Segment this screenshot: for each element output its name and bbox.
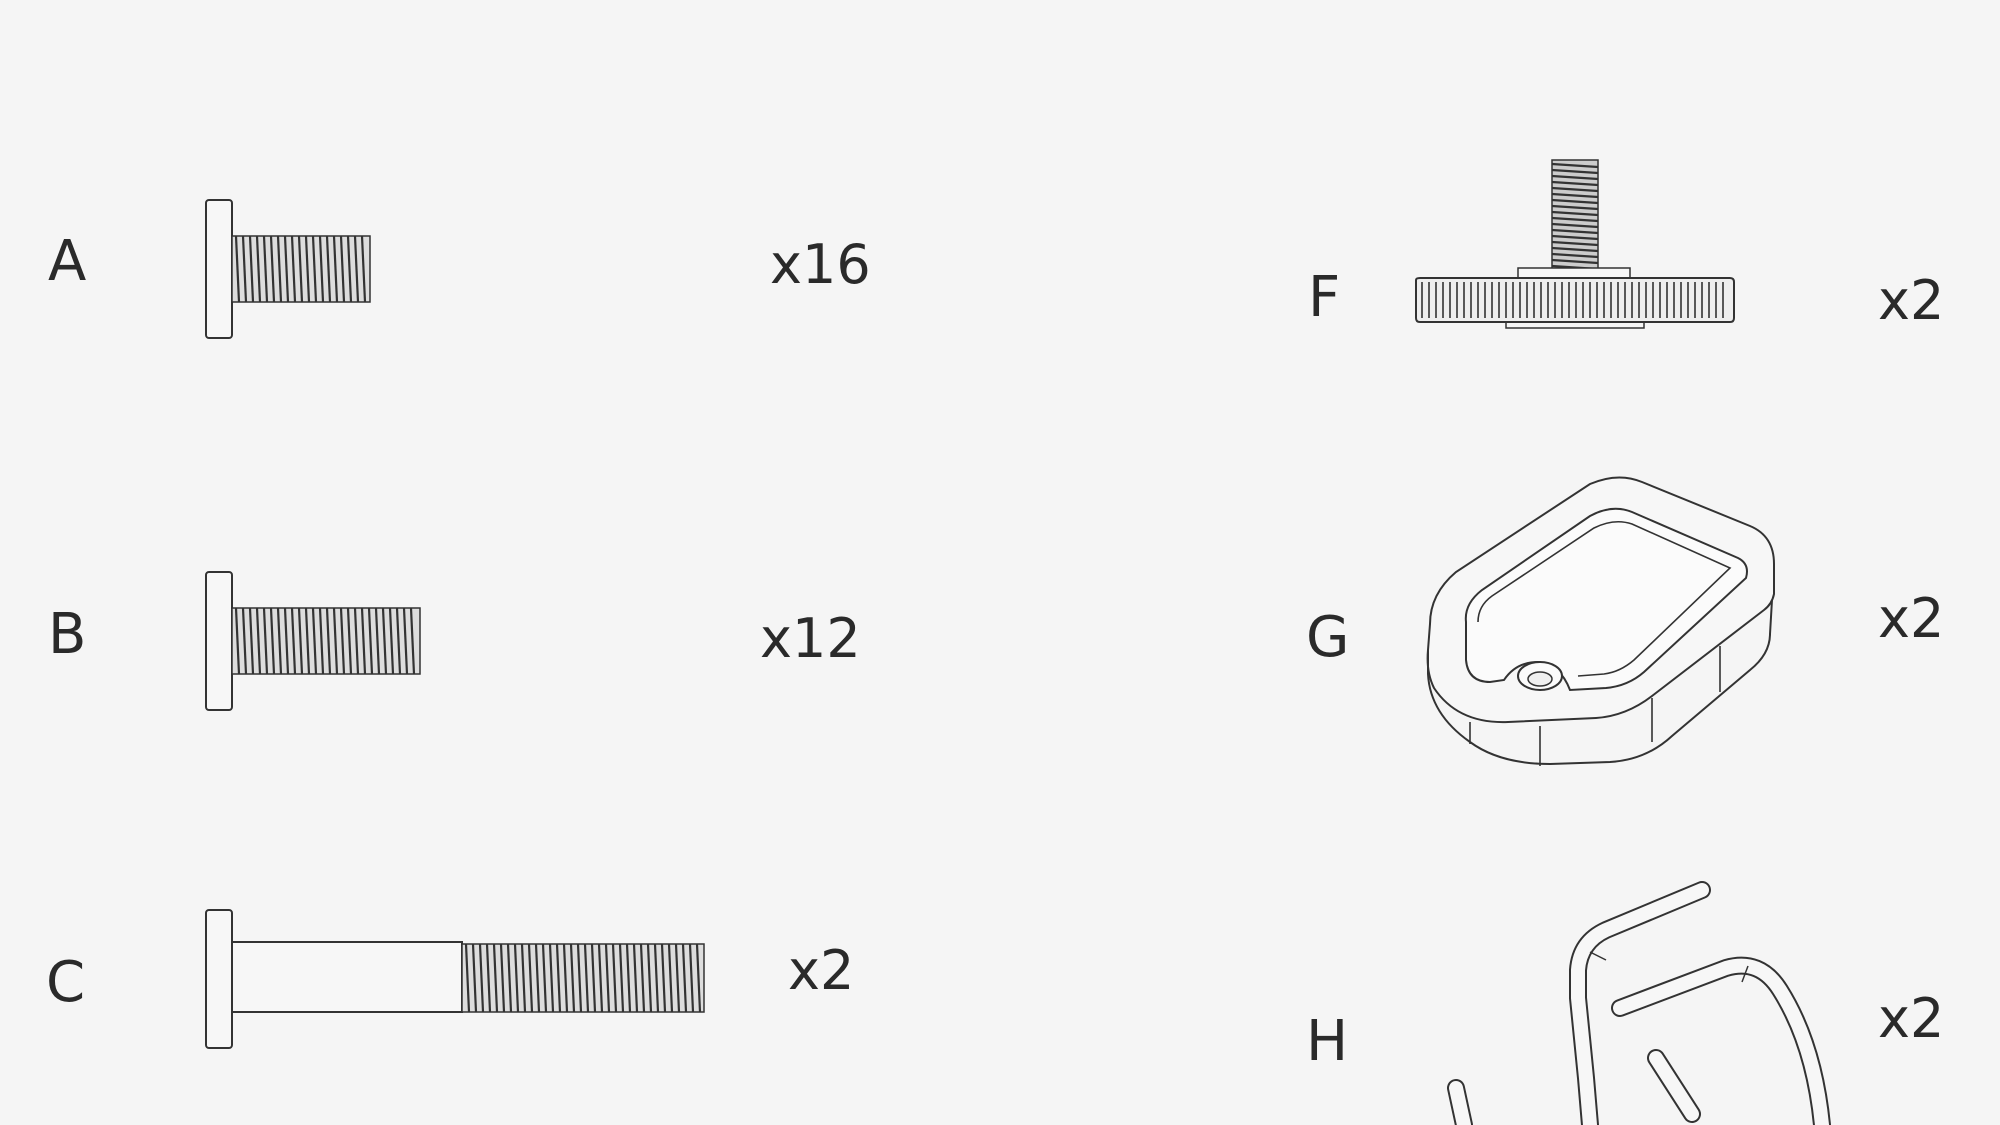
part-f-letter: F: [1308, 265, 1341, 330]
part-b-quantity: x12: [760, 607, 861, 670]
part-b-letter: B: [48, 602, 87, 667]
part-c-letter: C: [46, 950, 86, 1015]
part-f-quantity: x2: [1878, 269, 1945, 332]
square-bracket-plate-icon: [1420, 474, 1780, 774]
part-g-letter: G: [1306, 605, 1350, 670]
part-a-quantity: x16: [770, 233, 871, 296]
short-thumb-screw-icon: [200, 196, 380, 342]
part-c-quantity: x2: [788, 939, 855, 1002]
part-g-quantity: x2: [1878, 587, 1945, 650]
medium-thumb-screw-icon: [200, 568, 432, 714]
part-h-letter: H: [1306, 1009, 1349, 1074]
bent-rod-clips-icon: [1430, 878, 1870, 1125]
long-shoulder-bolt-icon: [200, 906, 710, 1052]
part-h-quantity: x2: [1878, 987, 1945, 1050]
leveling-foot-icon: [1410, 156, 1740, 332]
part-a-letter: A: [48, 229, 87, 294]
